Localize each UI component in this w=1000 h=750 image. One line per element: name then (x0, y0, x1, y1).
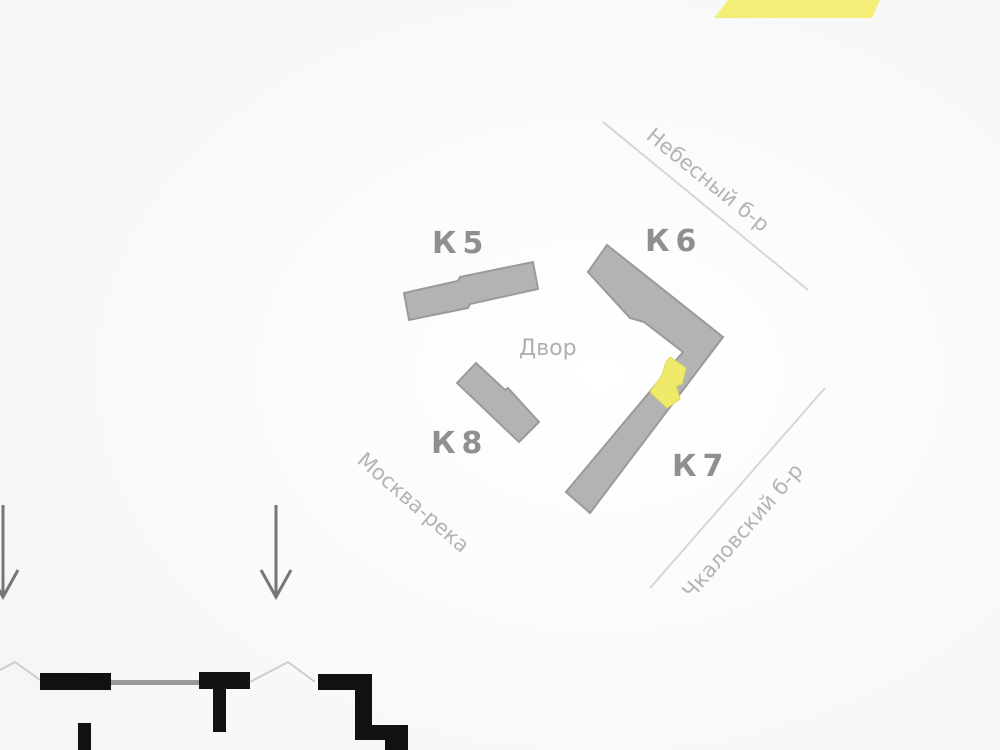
street-line-chkalovsky (649, 387, 826, 589)
arrow-down-icon (0, 505, 20, 601)
building-label-k8: К8 (431, 426, 488, 461)
building-k5[interactable] (402, 260, 540, 322)
building-k8[interactable] (455, 361, 541, 444)
building-label-k5: К5 (432, 226, 489, 261)
building-label-k6: К6 (645, 224, 702, 259)
arrow-down-icon (259, 505, 293, 601)
building-label-k7: К7 (672, 449, 729, 484)
floor-plan-fragment (0, 660, 408, 750)
accent-banner (714, 0, 880, 18)
selected-section-highlight[interactable] (649, 356, 687, 409)
street-line-nebesny (602, 121, 809, 291)
yard-label: Двор (519, 336, 577, 361)
